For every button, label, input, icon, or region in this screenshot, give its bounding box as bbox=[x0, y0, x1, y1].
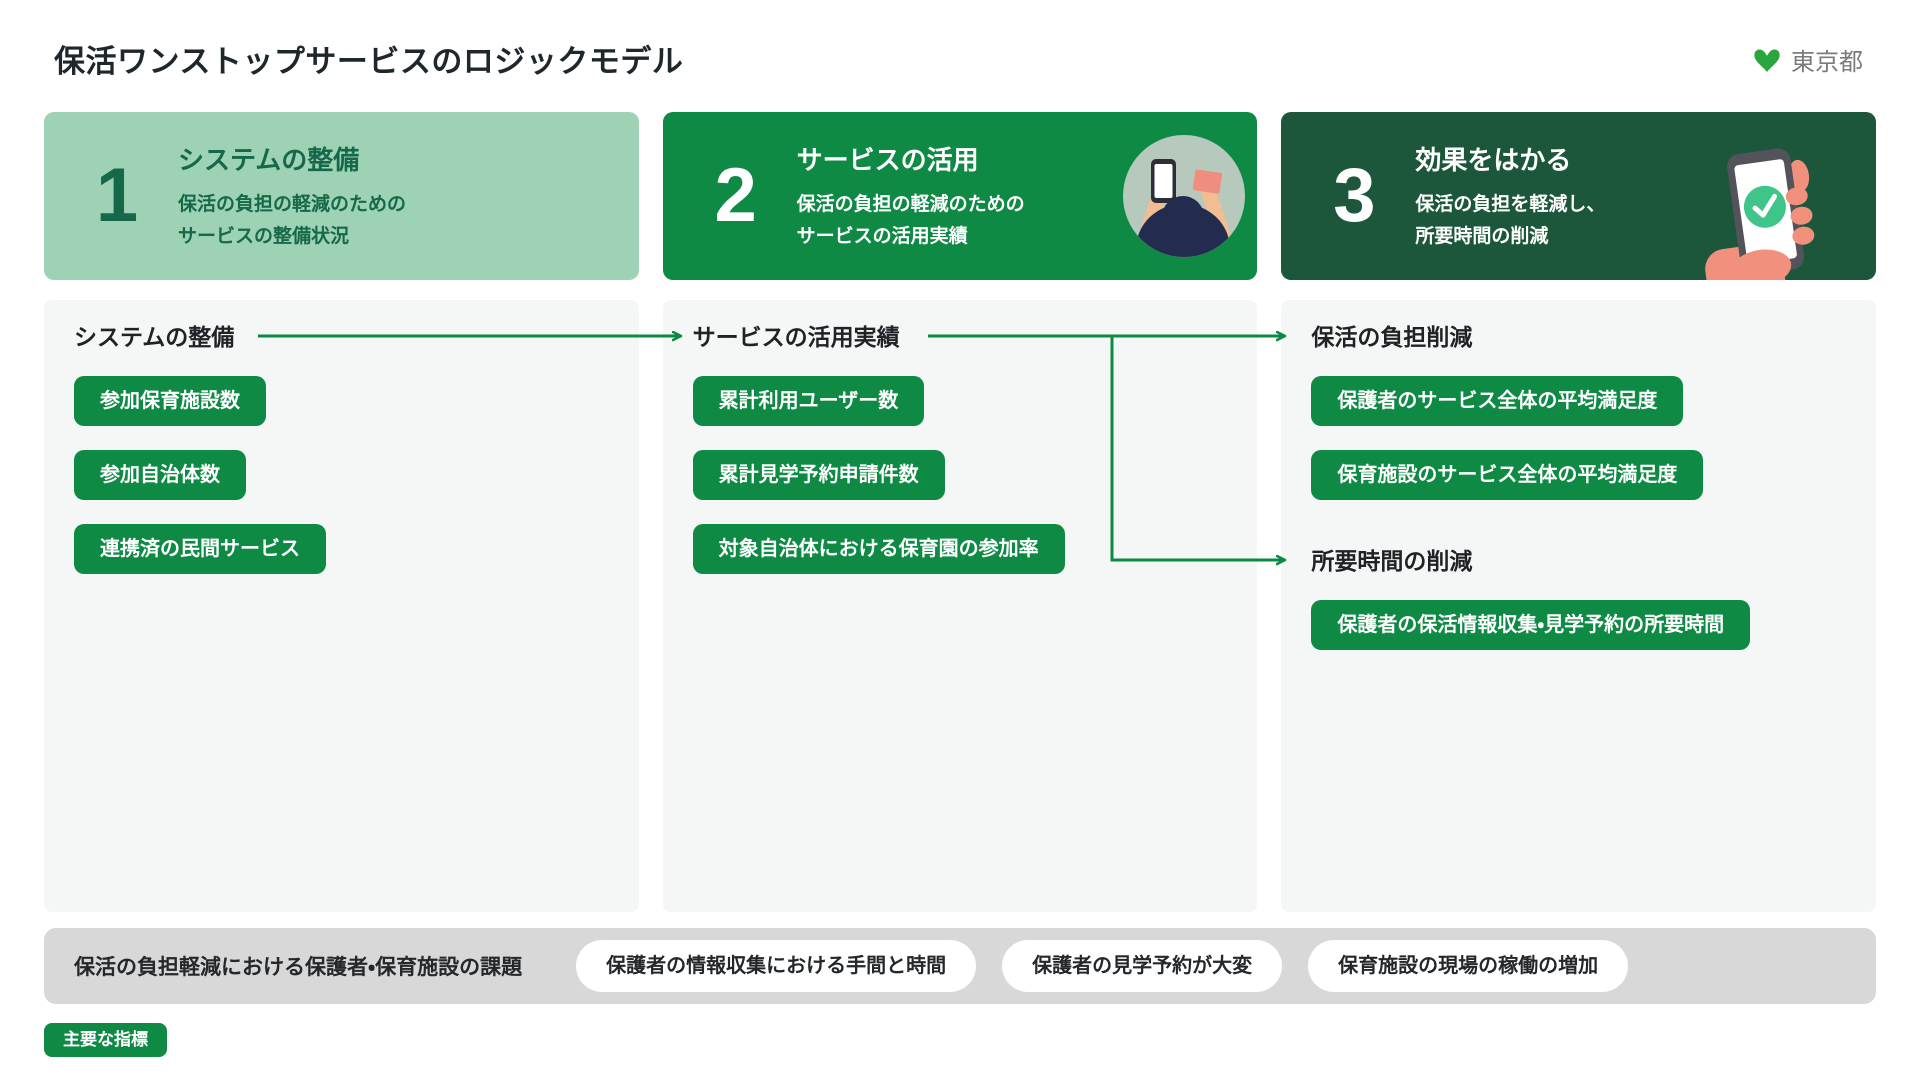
step-text: システムの整備 保活の負担の軽減のための サービスの整備状況 bbox=[160, 140, 406, 252]
step-desc-line1: 保活の負担の軽減のための bbox=[796, 194, 1025, 216]
step-card-2: 2 サービスの活用 保活の負担の軽減のための サービスの活用実績 bbox=[662, 112, 1258, 280]
step-number: 1 bbox=[95, 153, 139, 238]
panel-heading-burden: 保活の負担削減 bbox=[1311, 324, 1473, 350]
step-desc: 保活の負担の軽減のための サービスの整備状況 bbox=[178, 189, 406, 252]
challenges-label: 保活の負担軽減における保護者・保育施設の課題 bbox=[74, 956, 523, 979]
step-desc: 保活の負担の軽減のための サービスの活用実績 bbox=[797, 189, 1025, 252]
step-title: サービスの活用 bbox=[796, 145, 979, 176]
challenge-pill: 保護者の情報収集における手間と時間 bbox=[576, 940, 977, 992]
metric-pill: 累計利用ユーザー数 bbox=[692, 376, 925, 426]
step-desc-line2: サービスの活用実績 bbox=[796, 225, 968, 247]
metric-pill: 保護者の保活情報収集・見学予約の所要時間 bbox=[1311, 600, 1751, 650]
panel-heading: システムの整備 bbox=[74, 324, 235, 350]
panel-usage: サービスの活用実績 累計利用ユーザー数 累計見学予約申請件数 対象自治体における… bbox=[662, 300, 1258, 912]
metric-pill: 参加自治体数 bbox=[74, 450, 246, 500]
step-number: 2 bbox=[714, 153, 757, 238]
metric-pill: 連携済の民間サービス bbox=[74, 524, 326, 574]
challenges-bar: 保活の負担軽減における保護者・保育施設の課題 保護者の情報収集における手間と時間… bbox=[44, 928, 1876, 1004]
step-text: 効果をはかる 保活の負担を軽減し、 所要時間の削減 bbox=[1397, 140, 1605, 252]
challenge-pill: 保育施設の現場の稼働の増加 bbox=[1308, 940, 1629, 992]
panel-heading: サービスの活用実績 bbox=[692, 324, 900, 350]
challenge-pill: 保護者の見学予約が大変 bbox=[1002, 940, 1283, 992]
step-card-1: 1 システムの整備 保活の負担の軽減のための サービスの整備状況 bbox=[44, 112, 639, 280]
step-desc: 保活の負担を軽減し、 所要時間の削減 bbox=[1415, 189, 1605, 252]
metric-pill: 保護者のサービス全体の平均満足度 bbox=[1311, 376, 1684, 426]
step-text: サービスの活用 保活の負担の軽減のための サービスの活用実績 bbox=[779, 140, 1025, 252]
step-number: 3 bbox=[1333, 153, 1376, 238]
step-title: 効果をはかる bbox=[1415, 145, 1572, 176]
ginkgo-leaf-icon bbox=[1754, 49, 1780, 72]
step-desc-line1: 保活の負担を軽減し、 bbox=[1415, 194, 1606, 216]
step-card-3: 3 効果をはかる 保活の負担を軽減し、 所要時間の削減 bbox=[1281, 112, 1876, 280]
step-desc-line2: サービスの整備状況 bbox=[178, 225, 350, 247]
panel-system: システムの整備 参加保育施設数 参加自治体数 連携済の民間サービス bbox=[44, 300, 639, 912]
metric-panels-row: システムの整備 参加保育施設数 参加自治体数 連携済の民間サービス サービスの活… bbox=[44, 300, 1876, 912]
selfie-person-illustration bbox=[1123, 135, 1246, 257]
panel-outcome: 保活の負担削減 保護者のサービス全体の平均満足度 保育施設のサービス全体の平均満… bbox=[1281, 300, 1876, 912]
metric-pill: 対象自治体における保育園の参加率 bbox=[692, 524, 1065, 574]
logo-label: 東京都 bbox=[1791, 49, 1863, 76]
step-cards-row: 1 システムの整備 保活の負担の軽減のための サービスの整備状況 2 サービスの… bbox=[44, 112, 1876, 280]
metric-pill: 保育施設のサービス全体の平均満足度 bbox=[1311, 450, 1704, 500]
tokyo-logo: 東京都 bbox=[1753, 42, 1863, 77]
metric-pill: 累計見学予約申請件数 bbox=[692, 450, 945, 500]
step-title: システムの整備 bbox=[178, 145, 360, 176]
legend-key-metrics: 主要な指標 bbox=[44, 1023, 167, 1057]
metric-pill: 参加保育施設数 bbox=[74, 376, 266, 426]
phone-check-illustration bbox=[1705, 148, 1815, 280]
panel-heading-time: 所要時間の削減 bbox=[1311, 548, 1473, 574]
step-desc-line2: 所要時間の削減 bbox=[1415, 225, 1549, 247]
step-desc-line1: 保活の負担の軽減のための bbox=[178, 194, 407, 216]
page-title: 保活ワンストップサービスのロジックモデル bbox=[54, 44, 684, 79]
